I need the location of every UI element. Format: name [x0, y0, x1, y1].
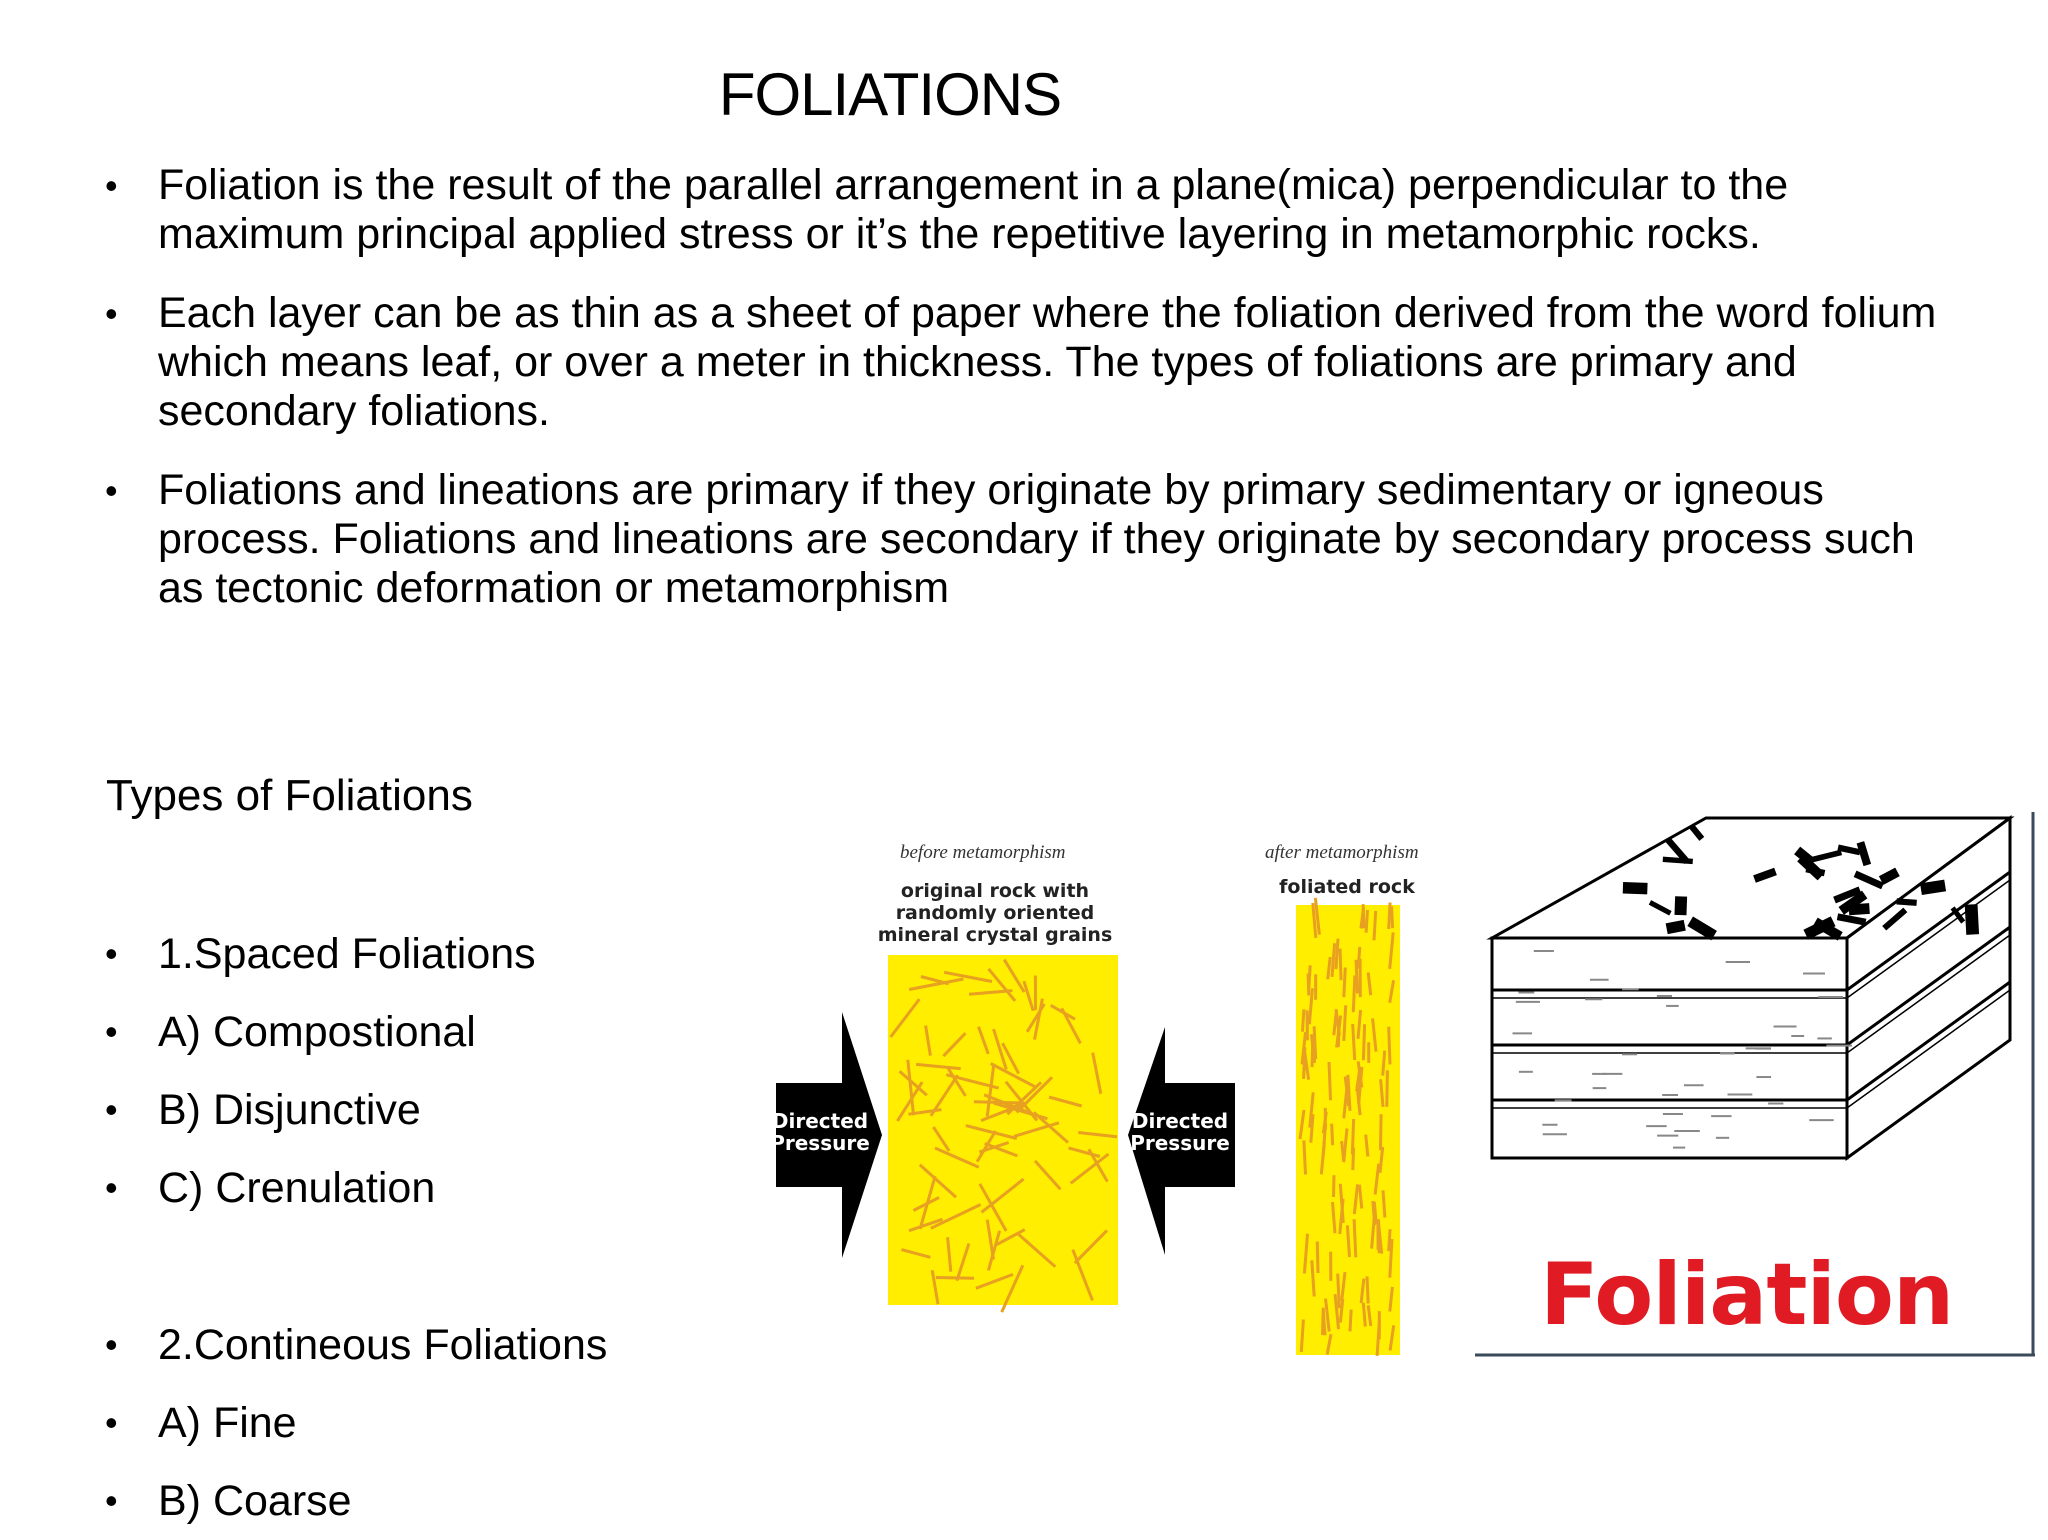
continuous-foliation-list: 2.Contineous Foliations A) Fine B) Coars… — [100, 1306, 1940, 1540]
mica-flake — [1797, 854, 1824, 881]
grain — [1304, 1234, 1307, 1274]
grain — [1075, 1230, 1107, 1263]
mica-flake — [1805, 866, 1825, 876]
grain — [988, 1231, 999, 1271]
grain — [1317, 1242, 1318, 1274]
grain — [957, 1244, 969, 1281]
before-metamorphism-caption: before metamorphism — [900, 842, 1066, 864]
foliated-rock-label: foliated rock — [1262, 876, 1432, 898]
grain — [1073, 1250, 1093, 1301]
intro-bullet: Foliation is the result of the parallel … — [100, 161, 1940, 259]
grain — [948, 1237, 951, 1272]
types-item: 1.Spaced Foliations — [100, 915, 1940, 993]
grain — [1361, 1279, 1364, 1303]
mica-flake — [1951, 906, 1966, 923]
mica-flake — [1849, 903, 1870, 915]
slide-title: FOLIATIONS — [0, 58, 1780, 132]
mica-flake — [1879, 868, 1900, 885]
grain — [1342, 1272, 1345, 1301]
intro-bullet-list: Foliation is the result of the parallel … — [100, 161, 1940, 643]
mica-flake — [1663, 857, 1693, 864]
mica-flake — [1896, 898, 1916, 906]
mica-flake — [1839, 891, 1868, 915]
grain — [1017, 1233, 1056, 1267]
grain — [1390, 1239, 1392, 1278]
intro-bullet: Foliations and lineations are primary if… — [100, 466, 1940, 613]
types-item: C) Crenulation — [100, 1149, 1940, 1227]
mica-flake — [1810, 850, 1842, 863]
mica-flake — [1920, 880, 1946, 895]
mica-flake — [1857, 841, 1871, 866]
grain — [901, 1250, 930, 1258]
mica-flake — [1794, 847, 1813, 865]
grain — [1347, 1225, 1349, 1257]
grain — [932, 1270, 938, 1304]
mica-flake — [1665, 837, 1690, 864]
types-item: B) Coarse — [100, 1462, 1940, 1540]
mica-flake — [1674, 896, 1687, 915]
types-item: A) Fine — [100, 1384, 1940, 1462]
types-item: A) Compostional — [100, 993, 1940, 1071]
grain — [1338, 1274, 1340, 1309]
after-metamorphism-caption: after metamorphism — [1265, 842, 1419, 864]
grain — [1367, 1276, 1368, 1303]
mica-flake — [1753, 868, 1777, 883]
grain — [976, 1274, 1013, 1288]
mica-flake — [1833, 887, 1861, 904]
mica-flake — [1854, 871, 1884, 890]
mica-flake — [1837, 845, 1860, 856]
types-item: 2.Contineous Foliations — [100, 1306, 1940, 1384]
mica-flake — [1965, 904, 1979, 935]
spaced-foliation-list: 1.Spaced Foliations A) Compostional B) D… — [100, 915, 1940, 1227]
grain — [997, 1230, 1025, 1245]
intro-bullet: Each layer can be as thin as a sheet of … — [100, 289, 1940, 436]
grain — [1312, 1260, 1314, 1296]
types-heading: Types of Foliations — [106, 770, 473, 822]
grain — [1389, 1229, 1390, 1251]
mica-flake — [1623, 882, 1648, 894]
types-item: B) Disjunctive — [100, 1071, 1940, 1149]
original-rock-label-line: original rock with — [870, 880, 1120, 902]
grain — [936, 1278, 974, 1279]
mica-flake — [1649, 900, 1672, 915]
mica-flake — [1689, 825, 1704, 841]
